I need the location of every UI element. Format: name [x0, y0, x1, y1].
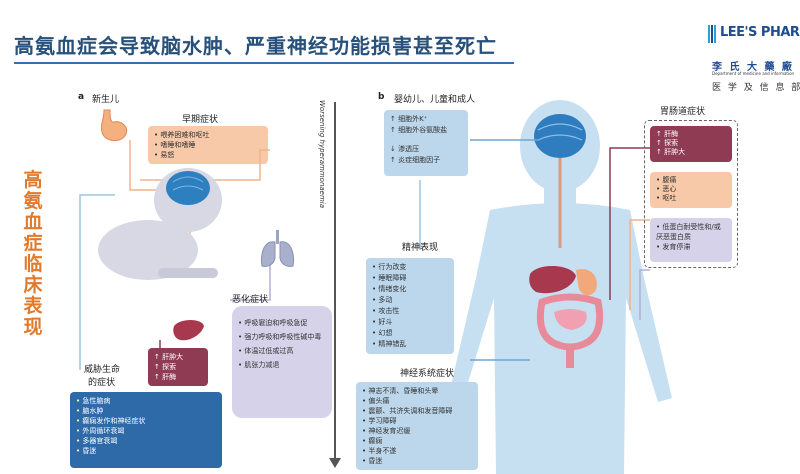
neuro-item: 神经发育迟缓: [362, 426, 472, 436]
logo-brand: LEE'S PHARM.: [720, 25, 800, 40]
brain-item: 炎症细胞因子: [398, 156, 441, 164]
psych-box: 行为改变 睡眠障碍 情绪变化 多动 攻击性 好斗 幻想 精神错乱: [366, 258, 454, 354]
title-rule: [14, 62, 514, 64]
up-arrow-icon: ↑: [656, 130, 665, 138]
liver-icon: [173, 320, 204, 341]
life-item: 外周循环衰竭: [76, 426, 216, 436]
liver-item: 肝酶: [162, 373, 177, 381]
life-item: 昏迷: [76, 446, 216, 456]
psych-item: 睡眠障碍: [372, 273, 448, 284]
life-heading-2: 的症状: [88, 378, 116, 388]
psych-item: 精神错乱: [372, 339, 448, 350]
digestive-organs-icon: [529, 265, 604, 368]
panel-b-connectors: [419, 139, 660, 361]
brain-item: 细胞外谷氨酸盐: [398, 126, 448, 134]
early-item: 喂养困难和呕吐: [154, 130, 262, 140]
psych-heading: 精神表现: [402, 243, 439, 253]
neuro-heading: 神经系统症状: [400, 369, 455, 379]
brain-item: 渗透压: [398, 145, 420, 153]
life-item: 癫痫发作和神经症状: [76, 416, 216, 426]
neuro-box: 神志不清、昏睡和头晕 偏头痛 震颤、共济失调和发音障碍 学习障碍 神经发育迟缓 …: [356, 382, 478, 470]
psych-item: 行为改变: [372, 262, 448, 273]
neuro-item: 震颤、共济失调和发音障碍: [362, 406, 472, 416]
psych-item: 情绪变化: [372, 284, 448, 295]
panel-b-letter: b: [378, 92, 385, 102]
liver-item: 探索: [162, 363, 177, 371]
neuro-item: 昏迷: [362, 456, 472, 466]
up-arrow-icon: ↑: [154, 353, 163, 361]
life-item: 脑水肿: [76, 406, 216, 416]
gi-other-item: 低蛋白耐受性和/或厌恶蛋白质: [656, 222, 726, 242]
up-arrow-icon: ↑: [154, 373, 163, 381]
logo-en-line: Department of medicine and information: [712, 71, 795, 76]
gi-panel: [644, 120, 738, 268]
psych-item: 多动: [372, 295, 448, 306]
up-arrow-icon: ↑: [390, 115, 399, 123]
early-item: 嗜睡和嗜睡: [154, 140, 262, 150]
life-item: 多器官衰竭: [76, 436, 216, 446]
panel-b-label: 婴幼儿、儿童和成人: [394, 95, 476, 105]
gi-item: 恶心: [656, 185, 726, 194]
liver-item: 肝肿大: [162, 353, 184, 361]
up-arrow-icon: ↑: [390, 126, 399, 134]
up-arrow-icon: ↑: [390, 156, 399, 164]
gi-item: 呕吐: [656, 194, 726, 203]
early-symptoms-box: 喂养困难和呕吐 嗜睡和嗜睡 易怒: [148, 126, 268, 164]
logo-bars-icon: [708, 25, 716, 43]
psych-item: 幻想: [372, 328, 448, 339]
side-title: 高氨血症临床表现: [23, 169, 43, 338]
lungs-icon: [261, 230, 294, 267]
psych-item: 攻击性: [372, 306, 448, 317]
brain-chemistry-box: ↑ 细胞外K⁺ ↑ 细胞外谷氨酸盐 ↓ 渗透压 ↑ 炎症细胞因子: [384, 110, 468, 176]
worse-item: 呼吸窘迫和呼吸急促: [238, 316, 326, 330]
neuro-item: 学习障碍: [362, 416, 472, 426]
up-arrow-icon: ↑: [154, 363, 163, 371]
page-title: 高氨血症会导致脑水肿、严重神经功能损害甚至死亡: [14, 34, 497, 58]
gi-item: 腹痛: [656, 176, 726, 185]
liver-box: ↑ 肝肿大 ↑ 探索 ↑ 肝酶: [148, 348, 208, 386]
early-item: 易怒: [154, 150, 262, 160]
arrow-down-icon: [329, 458, 341, 468]
gi-other-box: 低蛋白耐受性和/或厌恶蛋白质 发育停滞: [650, 218, 732, 262]
worse-item: 强力呼吸和呼吸性碱中毒: [238, 330, 326, 344]
logo-cn-name: 李 氏 大 藥 廠: [712, 62, 794, 73]
worse-item: 体温过低或过高: [238, 344, 326, 358]
gi-liver-item: 肝肿大: [664, 148, 686, 156]
gi-liver-item: 肝酶: [664, 130, 679, 138]
gi-heading: 胃肠道症状: [660, 107, 706, 117]
up-arrow-icon: ↑: [656, 139, 665, 147]
life-item: 急性脑病: [76, 396, 216, 406]
gi-liver-item: 探索: [664, 139, 679, 147]
gi-liver-box: ↑ 肝酶 ↑ 探索 ↑ 肝肿大: [650, 126, 732, 162]
logo-sub: 医 学 及 信 息 部: [712, 83, 800, 93]
gi-symptoms-box: 腹痛 恶心 呕吐: [650, 172, 732, 208]
neuro-item: 半身不遂: [362, 446, 472, 456]
psych-item: 好斗: [372, 317, 448, 328]
worsening-label: Worsening hyperammonaemia: [318, 100, 326, 209]
baby-icon: [98, 168, 222, 280]
gi-other-item: 发育停滞: [656, 242, 726, 252]
worse-symptoms-box: 呼吸窘迫和呼吸急促 强力呼吸和呼吸性碱中毒 体温过低或过高 肌张力减退: [232, 306, 332, 418]
worse-item: 肌张力减退: [238, 358, 326, 372]
up-arrow-icon: ↑: [656, 148, 665, 156]
panel-a-label: 新生儿: [92, 95, 120, 105]
down-arrow-icon: ↓: [390, 145, 399, 153]
stomach-icon: [100, 109, 128, 141]
neuro-item: 神志不清、昏睡和头晕: [362, 386, 472, 396]
brain-item: 细胞外K⁺: [398, 115, 428, 123]
human-body-icon: [448, 100, 672, 474]
neuro-item: 癫痫: [362, 436, 472, 446]
worsening-arrow: [334, 102, 336, 462]
early-heading: 早期症状: [182, 115, 219, 125]
worse-heading: 恶化症状: [232, 295, 269, 305]
life-symptoms-box: 急性脑病 脑水肿 癫痫发作和神经症状 外周循环衰竭 多器官衰竭 昏迷: [70, 392, 222, 468]
life-heading-1: 威胁生命: [84, 365, 121, 375]
panel-a-letter: a: [78, 92, 85, 102]
neuro-item: 偏头痛: [362, 396, 472, 406]
